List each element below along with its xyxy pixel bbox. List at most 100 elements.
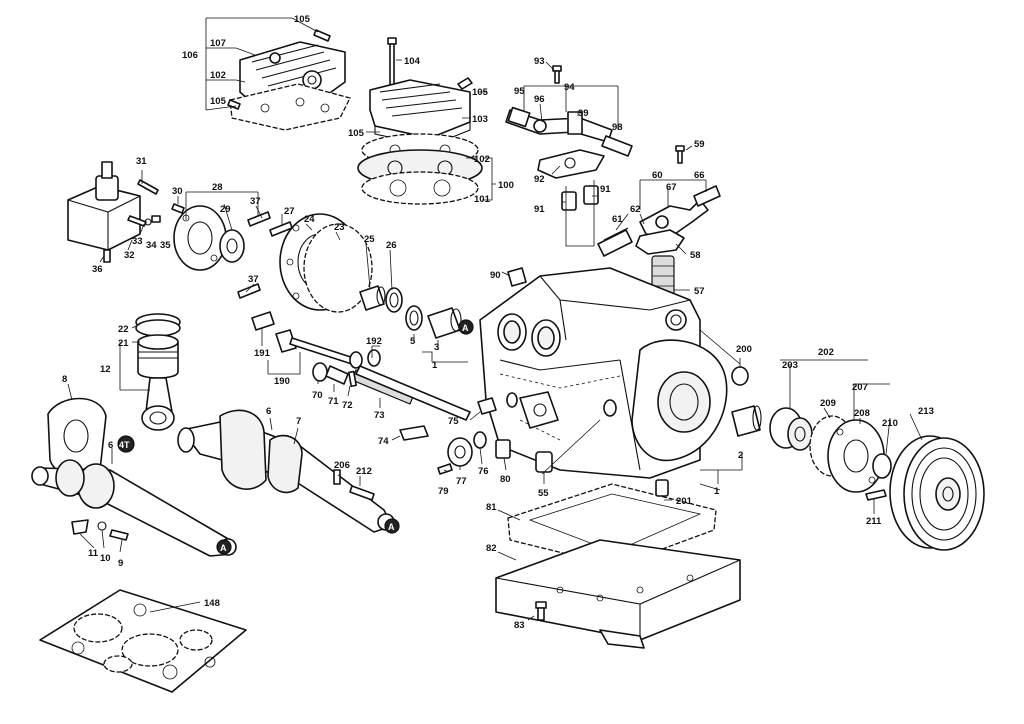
bushing-3 [427, 307, 462, 339]
label-190: 190 [274, 376, 290, 387]
oil-pipe-190 [275, 329, 361, 367]
label-96: 96 [534, 94, 545, 105]
valve-gasket-58 [635, 229, 685, 255]
label-102: 102 [474, 154, 490, 165]
plug-55 [535, 451, 553, 473]
label-207: 207 [852, 382, 868, 393]
label-8: 8 [62, 374, 67, 385]
screw-93 [552, 65, 562, 84]
label-208: 208 [854, 408, 870, 419]
screw-211 [865, 489, 887, 501]
label-91: 91 [600, 184, 611, 195]
label-73: 73 [374, 410, 385, 421]
screw-37-bottom [237, 283, 261, 299]
label-7: 7 [296, 416, 301, 427]
cylinder-head-center [369, 79, 471, 147]
label-79: 79 [438, 486, 449, 497]
label-107: 107 [210, 38, 226, 49]
label-76: 76 [478, 466, 489, 477]
fitting-75 [477, 397, 497, 415]
valve-cap-91-left [561, 191, 577, 211]
label-210: 210 [882, 418, 898, 429]
screw-30 [171, 203, 185, 214]
cover-77 [447, 437, 473, 467]
label-33: 33 [132, 236, 143, 247]
label-72: 72 [342, 400, 353, 411]
bushing-2 [731, 405, 762, 437]
screw-9 [109, 529, 129, 541]
label-37: 37 [250, 196, 261, 207]
label-206: 206 [334, 460, 350, 471]
bushing-25 [359, 285, 386, 311]
label-100: 100 [498, 180, 514, 191]
screw-37-top [247, 211, 271, 227]
label-2: 2 [738, 450, 743, 461]
label-61: 61 [612, 214, 623, 225]
label-90: 90 [490, 270, 501, 281]
label-95: 95 [514, 86, 525, 97]
label-37: 37 [248, 274, 259, 285]
screw-79 [437, 463, 453, 475]
oil-pan-82 [495, 539, 741, 649]
label-82: 82 [486, 543, 497, 554]
badge-a-crankshaft-left: A [216, 539, 232, 555]
label-105: 105 [348, 128, 365, 139]
label-212: 212 [356, 466, 372, 477]
label-83: 83 [514, 620, 525, 631]
label-31: 31 [136, 156, 147, 167]
ring-26 [385, 287, 403, 313]
pump-flange-28 [173, 205, 227, 271]
valve-plate-gasket-lower [361, 171, 479, 205]
label-74: 74 [378, 436, 389, 447]
label-209: 209 [820, 398, 836, 409]
screw-59 [675, 145, 685, 164]
label-94: 94 [564, 82, 575, 93]
label-12: 12 [100, 364, 111, 375]
label-77: 77 [456, 476, 467, 487]
label-1: 1 [714, 486, 720, 497]
label-57: 57 [694, 286, 705, 297]
pressure-switch-36 [67, 161, 141, 263]
label-201: 201 [676, 496, 693, 507]
ring-76 [473, 431, 487, 449]
gasket-set-148 [39, 589, 247, 693]
label-106: 106 [182, 50, 198, 61]
label-91: 91 [534, 204, 545, 215]
badge-a-crankshaft-center: A [384, 518, 400, 534]
connecting-rod-12 [141, 377, 175, 431]
label-27: 27 [284, 206, 295, 217]
label-101: 101 [474, 194, 491, 205]
label-213: 213 [918, 406, 934, 417]
badge-a-crankcase: A [458, 319, 474, 335]
seal-cover-208 [827, 419, 885, 493]
label-58: 58 [690, 250, 701, 261]
parts-33-34-35 [127, 215, 161, 227]
label-81: 81 [486, 502, 497, 513]
crankshaft-6-left [31, 459, 237, 557]
label-24: 24 [304, 214, 315, 225]
label-21: 21 [118, 338, 129, 349]
label-6: 6 [108, 440, 113, 451]
crankcase-side-cover [506, 391, 617, 429]
label-67: 67 [666, 182, 677, 193]
reference-badges: A A A 4T [117, 319, 474, 555]
valve-body-94 [505, 109, 613, 143]
label-62: 62 [630, 204, 641, 215]
label-103: 103 [472, 114, 488, 125]
label-36: 36 [92, 264, 103, 275]
label-203: 203 [782, 360, 798, 371]
valve-gasket-92 [537, 149, 605, 179]
label-93: 93 [534, 56, 545, 67]
plug-200 [731, 366, 749, 386]
crankcase-end-flange [631, 339, 728, 462]
plug-80 [495, 439, 511, 459]
label-6: 6 [266, 406, 271, 417]
key-206 [333, 469, 341, 485]
label-25: 25 [364, 234, 375, 245]
valve-cap-91-right [583, 185, 599, 205]
ring-210 [872, 453, 892, 479]
label-105: 105 [294, 14, 311, 25]
screw-105-top [313, 29, 331, 42]
valve-part-98 [601, 135, 633, 157]
